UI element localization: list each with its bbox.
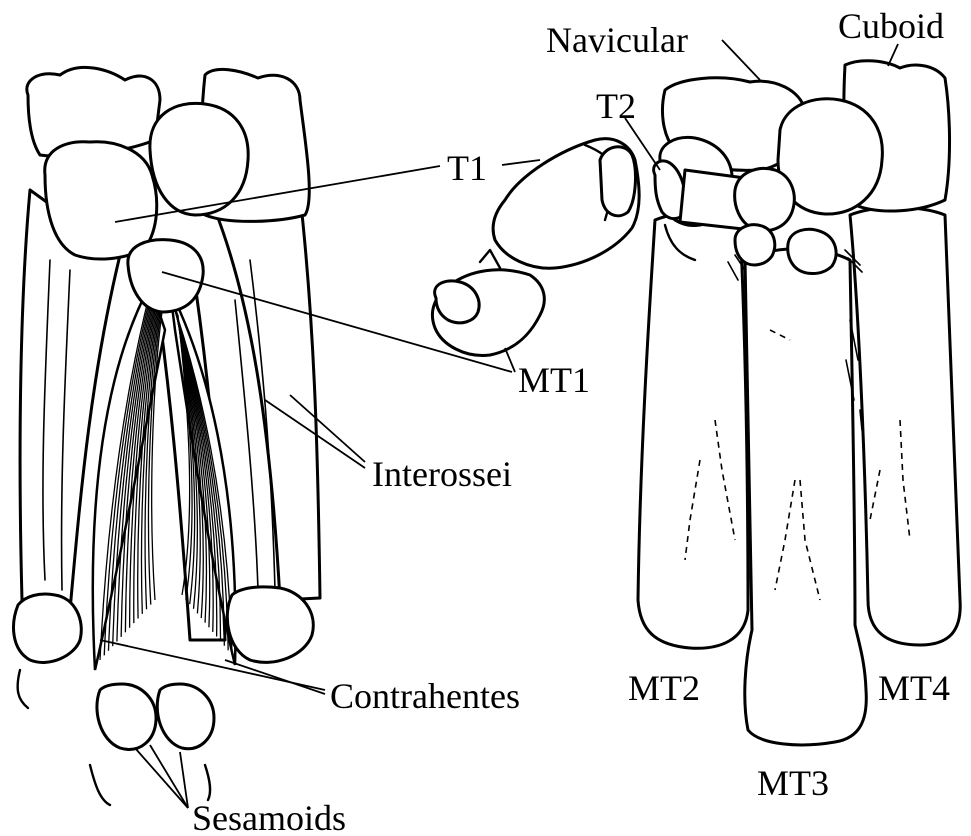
label-t2: T2 [596,86,636,126]
label-interossei: Interossei [372,454,512,494]
mt2-bone [638,213,748,649]
round-tarsal [150,103,248,215]
mt3-bone [745,249,867,745]
label-contrahentes: Contrahentes [330,676,520,716]
label-cuboid: Cuboid [838,6,944,46]
label-mt1: MT1 [518,360,590,400]
left-distal-condyle [14,594,82,662]
right-foot-bone-view [638,61,960,745]
sesamoid-right [157,684,214,749]
small-knob-1 [735,225,775,265]
label-mt2: MT2 [628,668,700,708]
label-sesamoids: Sesamoids [192,798,346,836]
sesamoid-knob-left [735,168,795,230]
label-mt3: MT3 [757,763,829,803]
right-distal-condyle [227,587,313,663]
small-knob-2 [788,229,836,273]
left-foot-muscle-view [14,67,320,805]
sesamoid-left [97,684,156,749]
mt4-bone [850,208,960,646]
t1-bone-left [45,142,157,259]
t1-facet [600,147,635,216]
label-navicular: Navicular [546,20,688,60]
mt1-base-left [128,240,203,312]
label-t1: T1 [447,148,487,188]
label-mt4: MT4 [878,668,950,708]
